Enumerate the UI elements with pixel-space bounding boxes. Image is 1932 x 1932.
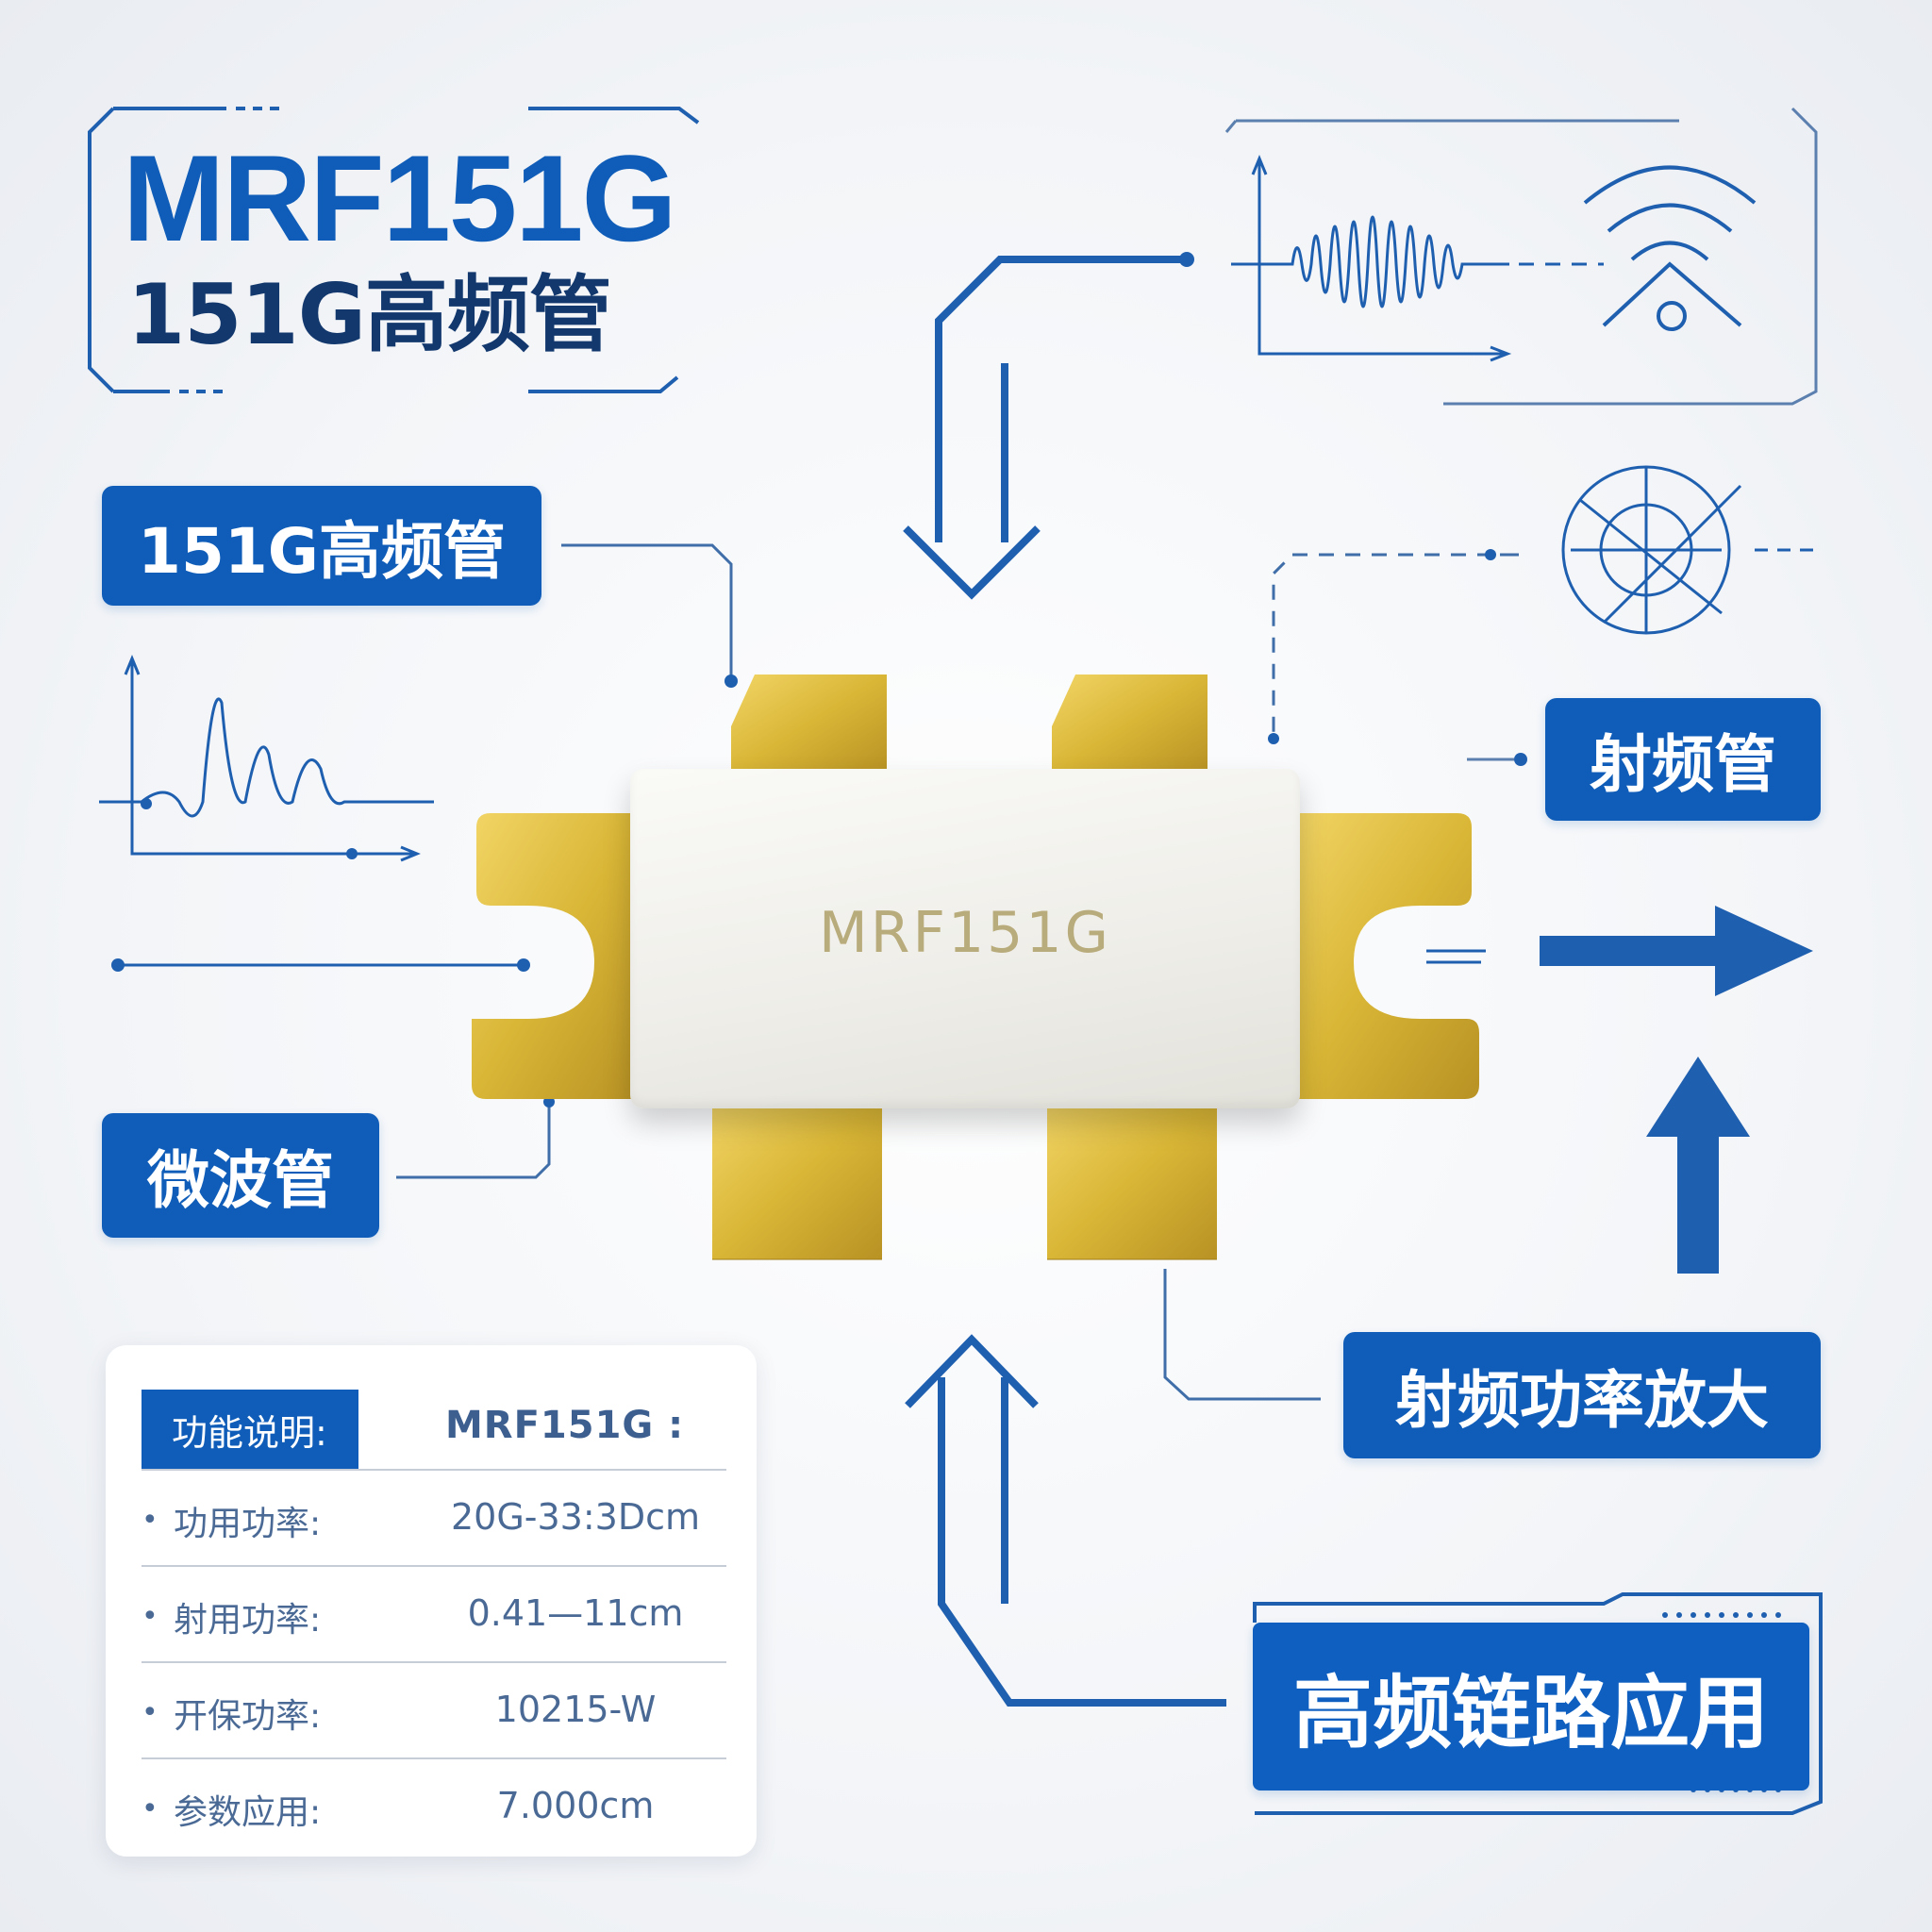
product-subtitle: 151G高频管 bbox=[127, 266, 612, 363]
title-frame bbox=[88, 107, 700, 393]
wifi-signal-icon bbox=[1583, 165, 1757, 331]
spec-row: • 参数应用: 7.000cm bbox=[142, 1768, 726, 1843]
product-title: MRF151G bbox=[123, 129, 677, 267]
spec-label: 射用功率: bbox=[174, 1601, 322, 1640]
spec-label: 开保功率: bbox=[174, 1697, 322, 1736]
spec-divider bbox=[142, 1757, 726, 1759]
spec-header-value: MRF151G : bbox=[445, 1404, 685, 1447]
antenna-target-icon bbox=[1561, 465, 1816, 635]
spec-divider bbox=[142, 1661, 726, 1663]
spec-bullet: • bbox=[142, 1504, 158, 1537]
chip-ceramic-body: MRF151G bbox=[630, 769, 1300, 1108]
pulse-chart-icon bbox=[99, 655, 434, 862]
spec-row: • 射用功率: 0.41—11cm bbox=[142, 1575, 726, 1651]
waveform-icon bbox=[1231, 155, 1604, 362]
waveform-frame bbox=[1224, 107, 1818, 406]
spec-label: 功用功率: bbox=[174, 1505, 322, 1543]
spec-row: • 功用功率: 20G-33:3Dcm bbox=[142, 1479, 726, 1555]
arrow-right-icon bbox=[1426, 906, 1813, 996]
spec-bullet: • bbox=[142, 1600, 158, 1633]
spec-row: • 开保功率: 10215-W bbox=[142, 1672, 726, 1747]
arrow-up-icon bbox=[1646, 1057, 1750, 1274]
spec-bullet: • bbox=[142, 1696, 158, 1729]
spec-value: 7.000cm bbox=[496, 1785, 655, 1826]
badge-high-frequency-link-application: 高频链路应用 bbox=[1253, 1623, 1809, 1790]
chip-marking: MRF151G bbox=[819, 900, 1111, 966]
arrow-down-icon bbox=[903, 256, 1184, 600]
spec-header-label: 功能说明: bbox=[142, 1390, 358, 1469]
spec-value: 10215-W bbox=[494, 1689, 657, 1730]
spec-value: 0.41—11cm bbox=[467, 1592, 684, 1634]
badge-rf-power-amplification: 射频功率放大 bbox=[1343, 1332, 1821, 1458]
spec-value: 20G-33:3Dcm bbox=[450, 1496, 700, 1538]
spec-bullet: • bbox=[142, 1792, 158, 1825]
badge-rf-tube: 射频管 bbox=[1545, 698, 1821, 821]
badge-high-frequency-tube: 151G高频管 bbox=[102, 486, 541, 606]
spec-label: 参数应用: bbox=[174, 1793, 322, 1832]
chip-leads bbox=[472, 675, 1479, 1259]
spec-divider bbox=[142, 1469, 726, 1471]
arrow-up-icon bbox=[905, 1334, 1226, 1707]
spec-card: 功能说明: MRF151G : • 功用功率: 20G-33:3Dcm • 射用… bbox=[106, 1345, 757, 1857]
badge-microwave-tube: 微波管 bbox=[102, 1113, 379, 1238]
spec-divider bbox=[142, 1565, 726, 1567]
